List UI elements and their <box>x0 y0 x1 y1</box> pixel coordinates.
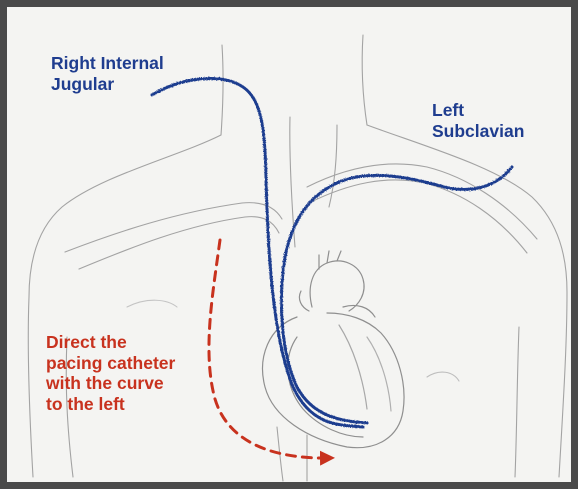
anatomy-sketch <box>27 34 568 482</box>
torso-outline <box>27 34 568 482</box>
label-right-internal-jugular: Right Internal Jugular <box>51 53 164 94</box>
ivc-left-line <box>276 426 284 482</box>
inner-right-arm-line <box>65 336 74 478</box>
ls-catheter-path <box>279 165 514 425</box>
clavicle-left-upper <box>306 163 538 240</box>
inner-left-arm-line <box>514 326 520 478</box>
label-line: Jugular <box>51 73 115 94</box>
label-line: Subclavian <box>432 120 525 141</box>
right-arm-line <box>27 296 34 478</box>
note-line: with the curve <box>46 373 164 394</box>
pec-shadow-left <box>426 371 460 382</box>
clavicle-right-upper <box>64 202 283 253</box>
mediastinum-left <box>289 116 296 248</box>
label-left-subclavian: Left Subclavian <box>432 100 524 141</box>
note-line: pacing catheter <box>46 352 176 373</box>
clavicle-right-lower <box>78 216 280 270</box>
neck-right-line <box>361 34 368 126</box>
heart-sketch-icon <box>261 250 405 449</box>
label-line: Right Internal <box>51 53 164 73</box>
rij-catheter-path <box>150 77 365 429</box>
clavicle-left-lower <box>308 179 528 254</box>
note-line: to the left <box>46 393 125 414</box>
pec-shadow-right <box>126 299 178 308</box>
catheter-paths <box>150 77 514 429</box>
right-shoulder-line <box>366 124 568 293</box>
mediastinum-right <box>328 124 338 208</box>
note-line: Direct the <box>46 332 127 352</box>
left-arm-line <box>558 291 568 478</box>
illustration-canvas: Right Internal Jugular Left Subclavian D… <box>7 7 571 482</box>
dashed-curved-arrow-icon <box>207 238 335 466</box>
label-line: Left <box>432 100 465 120</box>
left-shoulder-line <box>28 134 222 298</box>
neck-left-line <box>220 44 224 136</box>
instruction-note: Direct the pacing catheter with the curv… <box>46 332 175 415</box>
